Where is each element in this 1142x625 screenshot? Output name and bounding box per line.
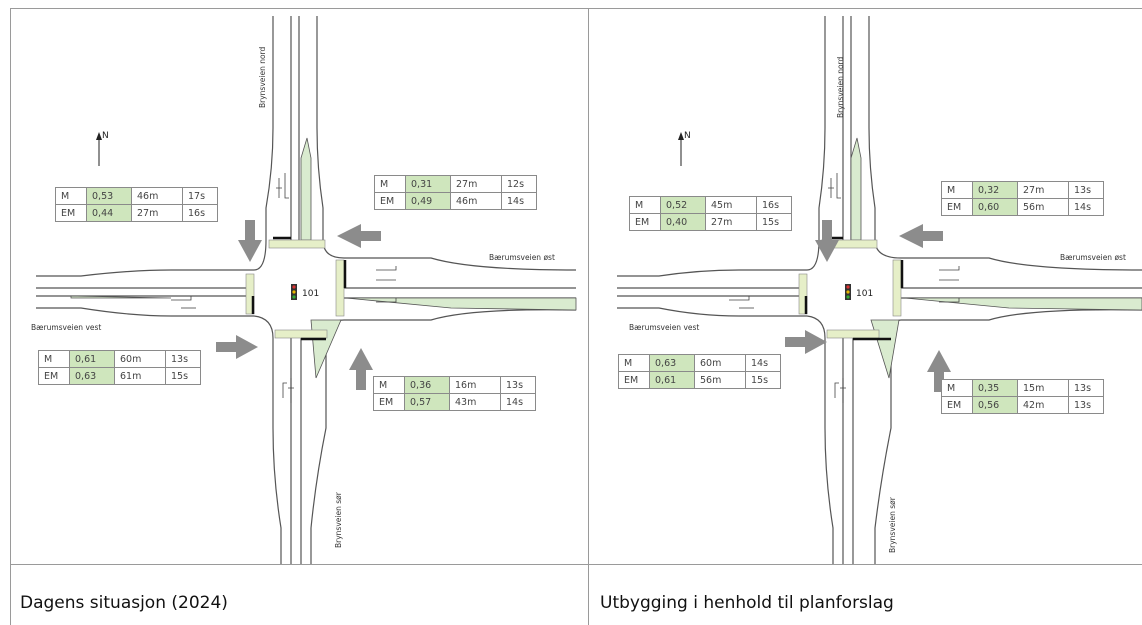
arrow-down-icon <box>815 220 839 262</box>
north-arrow-icon <box>96 132 102 166</box>
intersection-diagram-proposed: 101 N Brynsveien nord Brynsveien sør Bær… <box>617 16 1142 564</box>
road-label-north: Brynsveien nord <box>836 56 845 118</box>
road-label-west: Bærumsveien vest <box>629 323 699 332</box>
north-arrow-icon <box>678 132 684 166</box>
north-label: N <box>102 131 109 141</box>
panel-proposed: 101 N Brynsveien nord Brynsveien sør Bær… <box>589 8 1142 564</box>
left-border <box>10 8 11 625</box>
road-label-east: Bærumsveien øst <box>1060 253 1126 262</box>
arrow-up-icon <box>927 350 951 392</box>
arrow-up-icon <box>349 348 373 390</box>
top-border <box>10 8 1142 9</box>
caption-current: Dagens situasjon (2024) <box>20 593 228 613</box>
intersection-diagram-current: 101 N Brynsveien nord Brynsveien sør Bær… <box>31 16 577 564</box>
road-label-south: Brynsveien sør <box>334 491 343 548</box>
arrow-left-icon <box>337 224 381 248</box>
approach-arrows <box>216 220 381 390</box>
middle-divider <box>588 8 589 625</box>
traffic-light-icon <box>291 284 297 300</box>
junction-id: 101 <box>302 289 319 299</box>
arrow-left-icon <box>899 224 943 248</box>
road-label-south: Brynsveien sør <box>888 496 897 553</box>
road-label-west: Bærumsveien vest <box>31 323 101 332</box>
arrow-right-icon <box>785 330 827 354</box>
arrow-down-icon <box>238 220 262 262</box>
traffic-light-icon <box>845 284 851 300</box>
road-label-east: Bærumsveien øst <box>489 253 555 262</box>
junction-id: 101 <box>856 289 873 299</box>
figure-frame: 101 N Brynsveien nord Brynsveien sør Bær… <box>10 8 1142 625</box>
north-label: N <box>684 131 691 141</box>
panel-current: 101 N Brynsveien nord Brynsveien sør Bær… <box>11 8 588 564</box>
road-label-north: Brynsveien nord <box>258 46 267 108</box>
arrow-right-icon <box>216 335 258 359</box>
caption-proposed: Utbygging i henhold til planforslag <box>600 593 894 613</box>
caption-divider <box>10 564 1142 565</box>
approach-arrows <box>785 220 951 392</box>
